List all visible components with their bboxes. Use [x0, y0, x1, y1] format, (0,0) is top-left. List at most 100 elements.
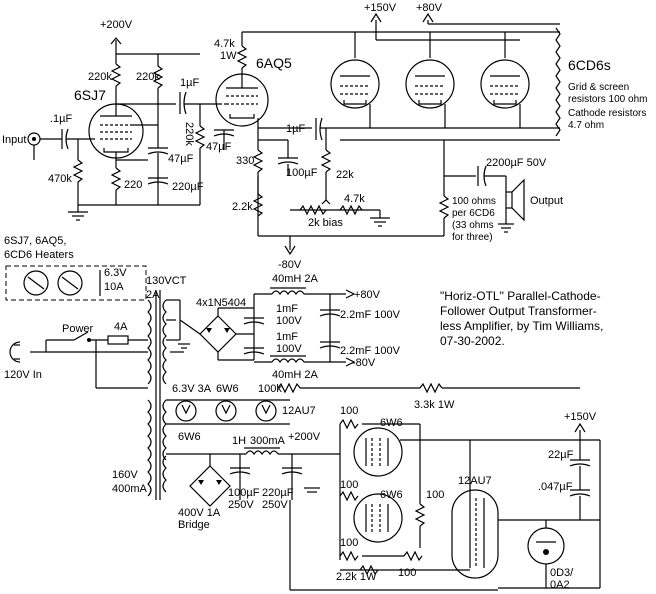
fuse-icon: [107, 335, 129, 345]
title-line-1: "Horiz-OTL" Parallel-Cathode-: [440, 289, 601, 303]
choke2-label: 40mH 2A: [272, 369, 319, 381]
heater-6aq5-icon: [57, 270, 83, 296]
hv-line-1: 160V: [112, 469, 138, 481]
bias-pot[interactable]: [299, 204, 327, 216]
choke-1h-label: 1H: [232, 435, 246, 447]
r220-label: 220: [124, 179, 142, 191]
bridge1-label: 4x1N5404: [196, 297, 246, 309]
output-stage: +150V +80V 6CD6s Grid & screen resistors…: [330, 2, 647, 243]
c1uf-b-label: 1µF: [286, 123, 305, 135]
c047-label: .047µF: [538, 481, 573, 493]
rail-200v-label: +200V: [100, 19, 133, 31]
resistor-470k: [72, 159, 84, 183]
note-grid-screen-4: 4.7 ohm: [568, 120, 604, 131]
bridge-rectifier-1-icon: [199, 315, 237, 353]
c220-250-a-label: 220µF: [262, 487, 294, 499]
r100-a-label: 100: [340, 405, 358, 417]
title-line-3: less Amplifier, by Tim Williams,: [440, 319, 603, 333]
c2200-label: 2200µF 50V: [486, 157, 547, 169]
fuse-label: 4A: [114, 321, 128, 333]
c47-b-label: 47µF: [206, 141, 232, 153]
tube-6w6-upper-icon: [353, 427, 403, 477]
c22uf-label: 22µF: [548, 449, 574, 461]
h12au7-label: 12AU7: [282, 405, 316, 417]
rail-neg80-label: -80V: [278, 259, 302, 271]
c-1mf-a-label: 1mF: [276, 303, 298, 315]
c220u-label: 220µF: [172, 181, 204, 193]
c100-250-a-label: 100µF: [228, 487, 260, 499]
tube-0d3-icon: [527, 527, 565, 565]
r100k-label: 100k: [258, 383, 282, 395]
h63-3a-label: 6.3V 3A: [172, 383, 212, 395]
r220k-c-label: 220k: [183, 122, 195, 146]
ref-tube-label-2: 0A2: [550, 579, 570, 591]
mains-label: 120V In: [4, 369, 42, 381]
output-label: Output: [530, 195, 563, 207]
note-per-2: per 6CD6: [452, 208, 495, 219]
c100-250-b-label: 250V: [228, 499, 254, 511]
r47k-1w-b-label: 1W: [220, 50, 237, 62]
note-per-4: for three): [452, 232, 493, 243]
ct-a-label: 2A: [146, 289, 160, 301]
heater-6w6-2-icon: [215, 400, 237, 422]
note-grid-screen-1: Grid & screen: [568, 82, 629, 93]
r100-b-label: 100: [340, 479, 358, 491]
r47k-label: 4.7k: [344, 193, 365, 205]
r22k1w-label: 2.2k 1W: [336, 571, 377, 583]
note-per-1: 100 ohms: [452, 196, 496, 207]
r22k-label: 22k: [336, 169, 354, 181]
r470k-label: 470k: [48, 173, 72, 185]
reg-150v-label: +150V: [564, 411, 597, 423]
hv-line-2: 400mA: [112, 483, 148, 495]
ref-tube-label-1: 0D3/: [550, 567, 574, 579]
heater-supply: 6SJ7, 6AQ5, 6CD6 Heaters 6.3V 10A: [4, 235, 147, 301]
reg-tube-b-label: 6W6: [380, 489, 403, 501]
tube-6w6-lower-icon: [353, 493, 403, 543]
c-22mf-a-label: 2.2mF 100V: [340, 309, 401, 321]
r220k-a-label: 220k: [88, 71, 112, 83]
tube-6cd6-2-icon: [405, 59, 455, 109]
heater-v-label: 6.3V: [104, 267, 127, 279]
heater-a-label: 10A: [104, 281, 124, 293]
heaters-line-2: 6CD6 Heaters: [4, 249, 74, 261]
r100-e-label: 100: [398, 567, 416, 579]
title-block: "Horiz-OTL" Parallel-Cathode- Follower O…: [440, 289, 603, 348]
r47k-1w-a-label: 4.7k: [214, 38, 235, 50]
c100u-label: 100µF: [286, 167, 318, 179]
r330-label: 330: [236, 155, 254, 167]
reg-tube-a-label: 6W6: [380, 417, 403, 429]
choke-1h-a-label: 300mA: [250, 435, 286, 447]
title-line-2: Follower Output Transformer-: [440, 304, 597, 318]
note-per-3: (33 ohms: [452, 220, 494, 231]
tube-6cd6-3-icon: [480, 59, 530, 109]
r100-c-label: 100: [426, 489, 444, 501]
c-100v-a-label: 100V: [276, 315, 302, 327]
c1uf-a-label: 1µF: [180, 77, 199, 89]
cap-input-label: .1µF: [50, 113, 73, 125]
input-stage: Input .1µF 470k 6SJ7 220k: [2, 19, 222, 221]
power-switch[interactable]: [73, 331, 89, 341]
ct-label: 130VCT: [146, 275, 187, 287]
c-100v-b-label: 100V: [276, 343, 302, 355]
tube-6aq5-label: 6AQ5: [256, 55, 292, 71]
c-22mf-b-label: 2.2mF 100V: [340, 345, 401, 357]
speaker-icon: [505, 191, 513, 209]
bias-label: 2k bias: [308, 217, 343, 229]
r220k-b-label: 220k: [136, 71, 160, 83]
heater-6sj7-icon: [23, 270, 49, 296]
power-label: Power: [62, 323, 94, 335]
note-grid-screen-2: resistors 100 ohm: [568, 94, 647, 105]
plug-icon: [9, 341, 21, 363]
mains-input: Power 4A 120V In: [4, 321, 148, 389]
power-transformer: 130VCT 2A 160V 400mA: [112, 275, 187, 500]
heater-12au7-icon: [255, 400, 277, 422]
reg-200v-label: +200V: [288, 431, 321, 443]
choke1-label: 40mH 2A: [272, 273, 319, 285]
h6w6-a-label: 6W6: [216, 383, 239, 395]
tube-6cd6-1-icon: [330, 59, 380, 109]
r22k-b-label: 2.2k: [232, 201, 253, 213]
regulator-heaters: 6.3V 3A 6W6 6W6 12AU7 100k 3.3k 1W: [166, 382, 580, 443]
note-grid-screen-3: Cathode resistors: [568, 108, 646, 119]
